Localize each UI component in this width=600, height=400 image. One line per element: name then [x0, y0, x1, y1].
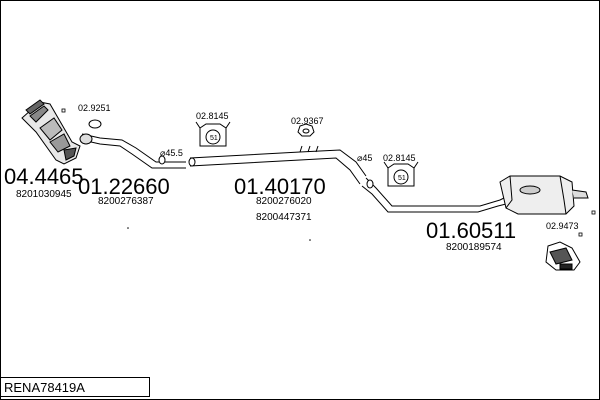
fitting-label-gasket: 02.9251	[78, 103, 111, 113]
fitting-label-hanger: 02.9367	[291, 116, 324, 126]
part-number-catalyst: 04.4465	[4, 164, 84, 189]
silencer-marker-square	[591, 210, 596, 215]
part-number-rear-silencer: 01.60511	[426, 218, 517, 243]
clamp-icon-left[interactable]	[195, 121, 231, 147]
clamp-badge-right: 51	[398, 175, 406, 182]
hanger-icon[interactable]	[297, 123, 315, 137]
fitting-label-mount: 02.9473	[546, 221, 579, 231]
pipe-marker-dot	[309, 239, 311, 241]
part-number-middle-pipe: 01.40170	[234, 174, 326, 199]
oem-number-middle-pipe-1: 8200276020	[256, 196, 312, 207]
mount-icon[interactable]	[545, 241, 581, 271]
fitting-label-clamp-left: 02.8145	[196, 111, 229, 121]
reference-label: RENA78419A	[4, 380, 85, 395]
clamp-icon-right[interactable]	[383, 161, 419, 187]
pipe-marker-dot	[127, 227, 129, 229]
fitting-label-clamp-right: 02.8145	[383, 153, 416, 163]
front-pipe[interactable]	[79, 133, 186, 169]
diameter-label-rear: ⌀45	[357, 153, 372, 163]
mount-marker-square	[578, 232, 583, 237]
oem-number-front-pipe: 8200276387	[98, 196, 154, 207]
oem-number-rear-silencer: 8200189574	[446, 242, 502, 253]
middle-pipe[interactable]	[188, 145, 367, 185]
gasket-marker-square	[61, 108, 66, 113]
catalytic-converter[interactable]	[21, 99, 81, 165]
part-number-front-pipe: 01.22660	[78, 174, 170, 199]
reference-box	[0, 377, 150, 397]
gasket-icon[interactable]	[88, 119, 102, 129]
oem-number-middle-pipe-2: 8200447371	[256, 212, 312, 223]
clamp-badge-left: 51	[210, 135, 218, 142]
rear-silencer[interactable]	[361, 175, 589, 215]
diameter-label-front: ⌀45.5	[160, 148, 183, 158]
oem-number-catalyst: 8201030945	[16, 189, 72, 200]
